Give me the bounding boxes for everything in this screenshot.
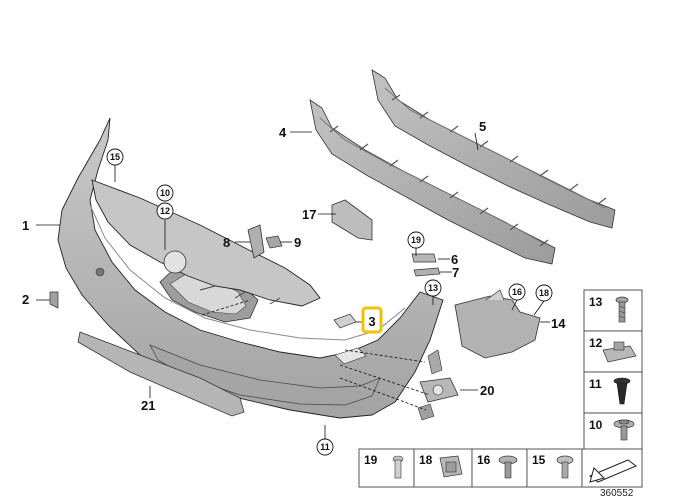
svg-text:19: 19 (411, 235, 421, 245)
washer-screw-16-icon[interactable] (498, 455, 518, 479)
bracket-part-6[interactable] (411, 253, 437, 263)
circled-callout-18[interactable]: 18 (535, 284, 553, 302)
cover-part-3[interactable] (333, 313, 357, 329)
clip-part-8[interactable] (247, 224, 265, 259)
side-bracket-14[interactable] (454, 289, 541, 359)
grid-label-12: 12 (589, 336, 603, 350)
orientation-arrow-icon (589, 459, 637, 483)
support-rail-upper-5[interactable] (371, 69, 616, 229)
grid-label-18: 18 (419, 453, 433, 467)
circled-callout-16[interactable]: 16 (508, 283, 526, 301)
screw-15-icon[interactable] (556, 455, 574, 479)
svg-text:15: 15 (110, 152, 120, 162)
mounting-panel-17[interactable] (331, 199, 373, 241)
support-rail-lower-4[interactable] (309, 99, 556, 265)
bracket-part-7[interactable] (413, 267, 441, 277)
callout-14[interactable]: 14 (551, 316, 566, 331)
grid-label-19: 19 (364, 453, 378, 467)
push-rivet-19-icon[interactable] (392, 455, 404, 479)
lower-trim-strip-21[interactable] (77, 331, 245, 417)
screw-13-icon[interactable] (615, 296, 629, 323)
grille-carrier[interactable] (91, 179, 321, 307)
clip-part-9[interactable] (265, 235, 283, 249)
expansion-clip-11-icon[interactable] (613, 377, 631, 405)
callout-21[interactable]: 21 (141, 398, 155, 413)
callout-7[interactable]: 7 (452, 265, 459, 280)
callout-3-highlight[interactable]: 3 (361, 306, 383, 334)
grid-label-11: 11 (589, 377, 602, 391)
callout-8[interactable]: 8 (223, 235, 230, 250)
svg-text:16: 16 (512, 287, 522, 297)
callout-1[interactable]: 1 (22, 218, 29, 233)
callout-3[interactable]: 3 (368, 314, 375, 329)
callout-5[interactable]: 5 (479, 119, 486, 134)
circled-callout-13[interactable]: 13 (424, 279, 442, 297)
diagram-id: 360552 (600, 488, 634, 499)
svg-text:18: 18 (539, 288, 549, 298)
circled-callout-12[interactable]: 12 (156, 202, 174, 220)
leader-lines (36, 131, 550, 440)
fastener-grid-right: 13 12 11 10 (583, 289, 643, 455)
washer-screw-10-icon[interactable] (613, 419, 635, 441)
callout-2[interactable]: 2 (22, 292, 29, 307)
callout-4[interactable]: 4 (279, 125, 287, 140)
svg-text:13: 13 (428, 283, 438, 293)
clip-nut-18-icon[interactable] (439, 455, 463, 478)
circled-callout-19[interactable]: 19 (407, 231, 425, 249)
circled-callout-15[interactable]: 15 (106, 148, 124, 166)
svg-text:12: 12 (160, 206, 170, 216)
callout-17[interactable]: 17 (302, 207, 316, 222)
svg-text:10: 10 (160, 188, 170, 198)
grommet-part-2[interactable] (49, 291, 59, 309)
fog-light-bezel-20[interactable] (417, 349, 459, 421)
circled-callout-11[interactable]: 11 (316, 438, 334, 456)
grid-label-10: 10 (589, 418, 603, 432)
bumper-cover-1[interactable] (57, 117, 444, 419)
svg-text:11: 11 (320, 442, 330, 452)
grid-label-13: 13 (589, 295, 603, 309)
circled-callout-10[interactable]: 10 (156, 184, 174, 202)
callout-9[interactable]: 9 (294, 235, 301, 250)
callout-6[interactable]: 6 (451, 252, 458, 267)
grid-label-16: 16 (477, 453, 491, 467)
speed-nut-12-icon[interactable] (602, 341, 637, 363)
grid-label-15: 15 (532, 453, 546, 467)
callout-20[interactable]: 20 (480, 383, 494, 398)
fastener-grid-bottom: 19 18 16 15 (358, 448, 643, 488)
